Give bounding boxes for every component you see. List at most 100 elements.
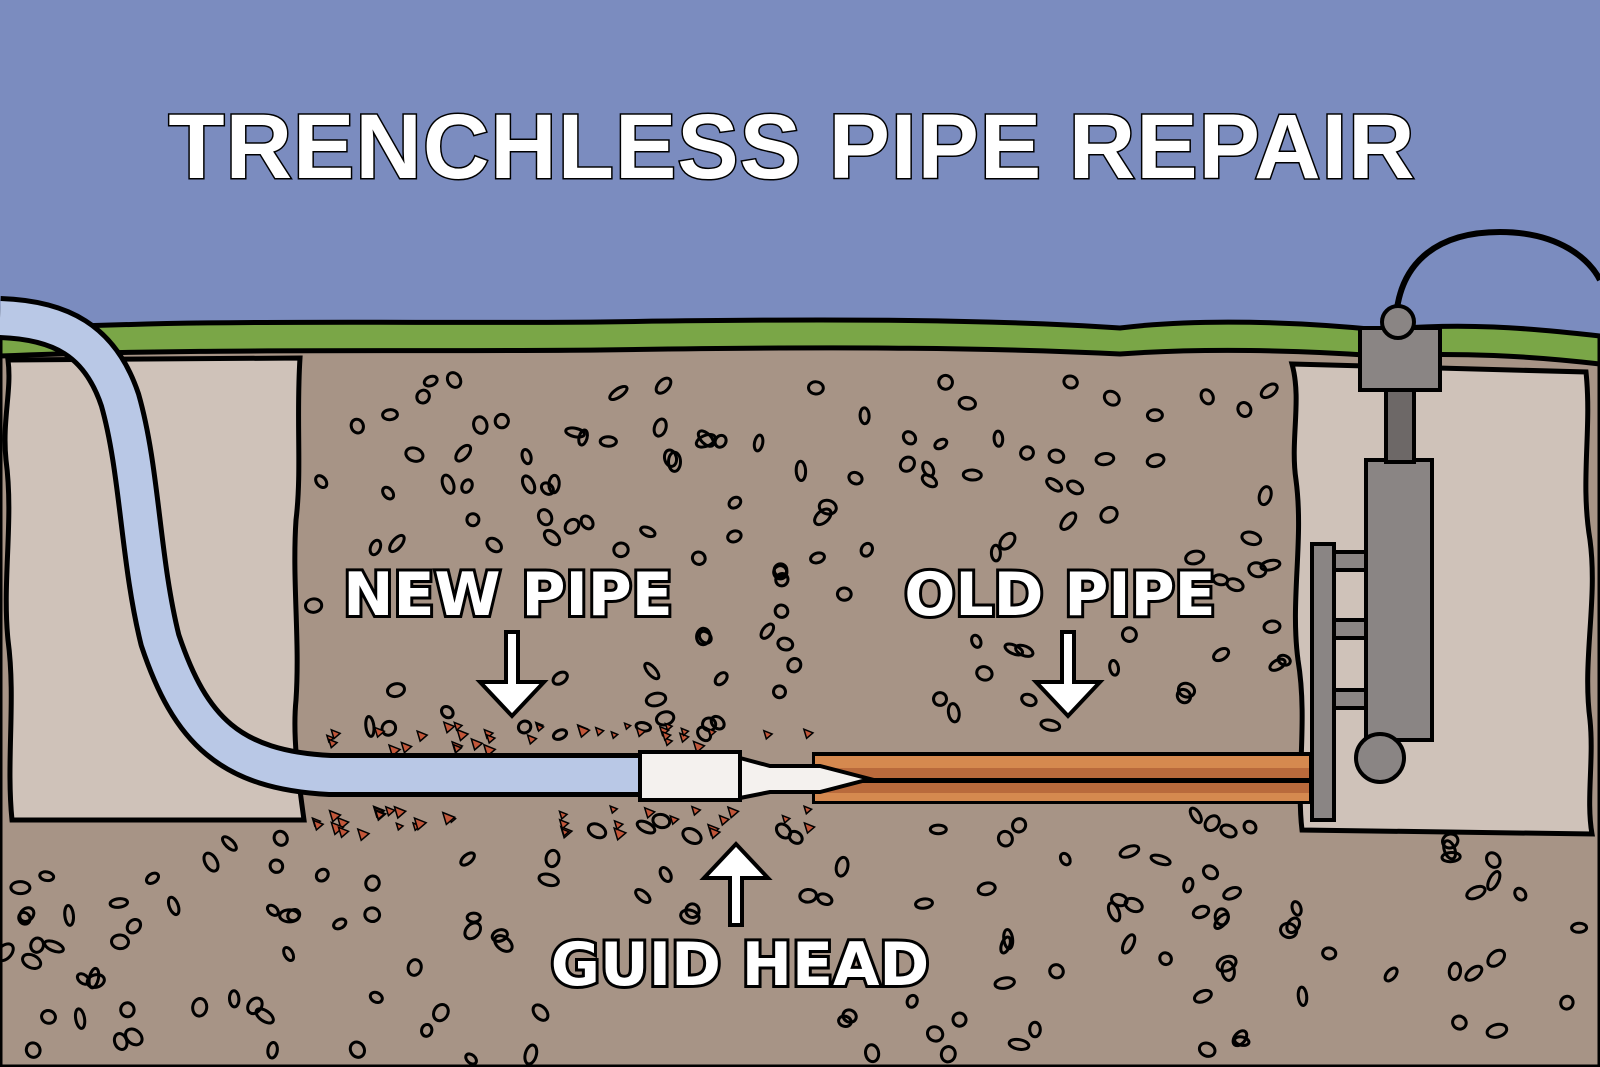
debris-fragment <box>610 730 620 740</box>
pebble <box>73 1007 87 1030</box>
pebble <box>364 874 381 892</box>
pebble <box>1020 692 1038 708</box>
pebble <box>989 543 1002 563</box>
pebble <box>1559 994 1575 1011</box>
pebble <box>914 897 934 910</box>
pebble <box>1145 408 1164 423</box>
pebble <box>531 1003 550 1022</box>
pebble <box>268 858 285 874</box>
pebble <box>679 908 701 925</box>
pebble <box>635 819 657 835</box>
pebble <box>1231 1029 1249 1048</box>
right-exit-pit <box>1288 361 1595 837</box>
pebble <box>697 629 713 645</box>
new-pipe-label: NEW PIPE <box>343 560 673 630</box>
pebble <box>542 528 562 547</box>
debris-fragment <box>708 826 722 840</box>
debris-fragment <box>456 728 470 742</box>
debris-fragment <box>669 814 680 826</box>
pebble <box>759 622 776 640</box>
machine-cable <box>1393 228 1600 319</box>
pebble <box>1290 900 1303 917</box>
pebble <box>651 812 672 830</box>
pebble <box>772 684 787 700</box>
pebble <box>608 384 629 402</box>
pebble <box>713 671 729 687</box>
pebble <box>939 1045 957 1064</box>
pebble <box>946 702 961 724</box>
pebble <box>696 725 713 743</box>
debris-fragment <box>635 726 647 738</box>
debris-fragment <box>330 728 342 740</box>
pebble <box>598 435 618 448</box>
pebble <box>1039 718 1062 732</box>
pebble <box>1182 876 1195 894</box>
pebble <box>144 871 161 885</box>
debris-fragment <box>441 811 457 826</box>
pebble <box>1242 819 1258 835</box>
pebble <box>1570 921 1589 934</box>
pebble <box>858 406 871 426</box>
debris-fragment <box>413 816 428 832</box>
pebble <box>643 661 661 681</box>
debris-fragment <box>453 721 464 732</box>
pebble <box>404 446 425 463</box>
pebble <box>1259 382 1279 400</box>
pebble <box>272 829 289 847</box>
pebble <box>1212 647 1231 663</box>
pebble <box>1321 946 1338 961</box>
pebble <box>386 682 406 699</box>
pebble <box>841 1008 858 1024</box>
pebble <box>460 478 474 494</box>
pebble <box>1099 505 1119 524</box>
pebble <box>1233 1035 1251 1047</box>
debris-fragment <box>327 737 339 749</box>
pebble <box>612 541 630 559</box>
pebble <box>817 498 838 516</box>
debris-fragment <box>373 726 386 739</box>
pebble <box>975 665 994 682</box>
pebble <box>516 719 533 735</box>
pebble <box>787 829 804 845</box>
pebble <box>537 872 560 888</box>
guide-head <box>638 750 878 802</box>
pebble <box>381 408 399 422</box>
pebble <box>859 541 874 558</box>
pebble <box>1442 839 1458 861</box>
pebble <box>286 907 302 923</box>
pebble <box>1019 445 1035 461</box>
pebble <box>1465 884 1487 901</box>
pebble <box>1451 1014 1468 1031</box>
pebble <box>1219 823 1238 839</box>
pebble <box>1048 963 1065 980</box>
debris-fragment <box>609 804 619 815</box>
pebble <box>662 448 679 468</box>
pebble <box>1262 619 1282 634</box>
pebble <box>388 533 406 554</box>
arrow-up-icon <box>699 841 773 927</box>
pebble <box>1486 948 1507 968</box>
pebble <box>1108 658 1121 677</box>
pebble <box>493 412 510 430</box>
pebble <box>816 892 834 907</box>
pebble <box>266 1040 279 1060</box>
pebble <box>108 897 129 909</box>
crushed-pipe-debris <box>311 720 816 842</box>
pebble <box>579 514 595 531</box>
pebble <box>1191 904 1211 920</box>
pebble <box>652 417 668 438</box>
pebble <box>1118 844 1141 859</box>
pebble <box>1007 1037 1031 1051</box>
soil-pebbles <box>0 371 1589 1066</box>
pebble <box>432 1003 450 1023</box>
pebble <box>577 428 589 447</box>
pebble <box>1192 988 1213 1004</box>
pebble <box>445 371 463 389</box>
pebble <box>348 1040 367 1059</box>
pebble <box>798 887 818 904</box>
pebble <box>454 443 473 463</box>
pebble <box>40 1009 57 1025</box>
debris-fragment <box>576 724 591 739</box>
pebble <box>485 536 503 554</box>
